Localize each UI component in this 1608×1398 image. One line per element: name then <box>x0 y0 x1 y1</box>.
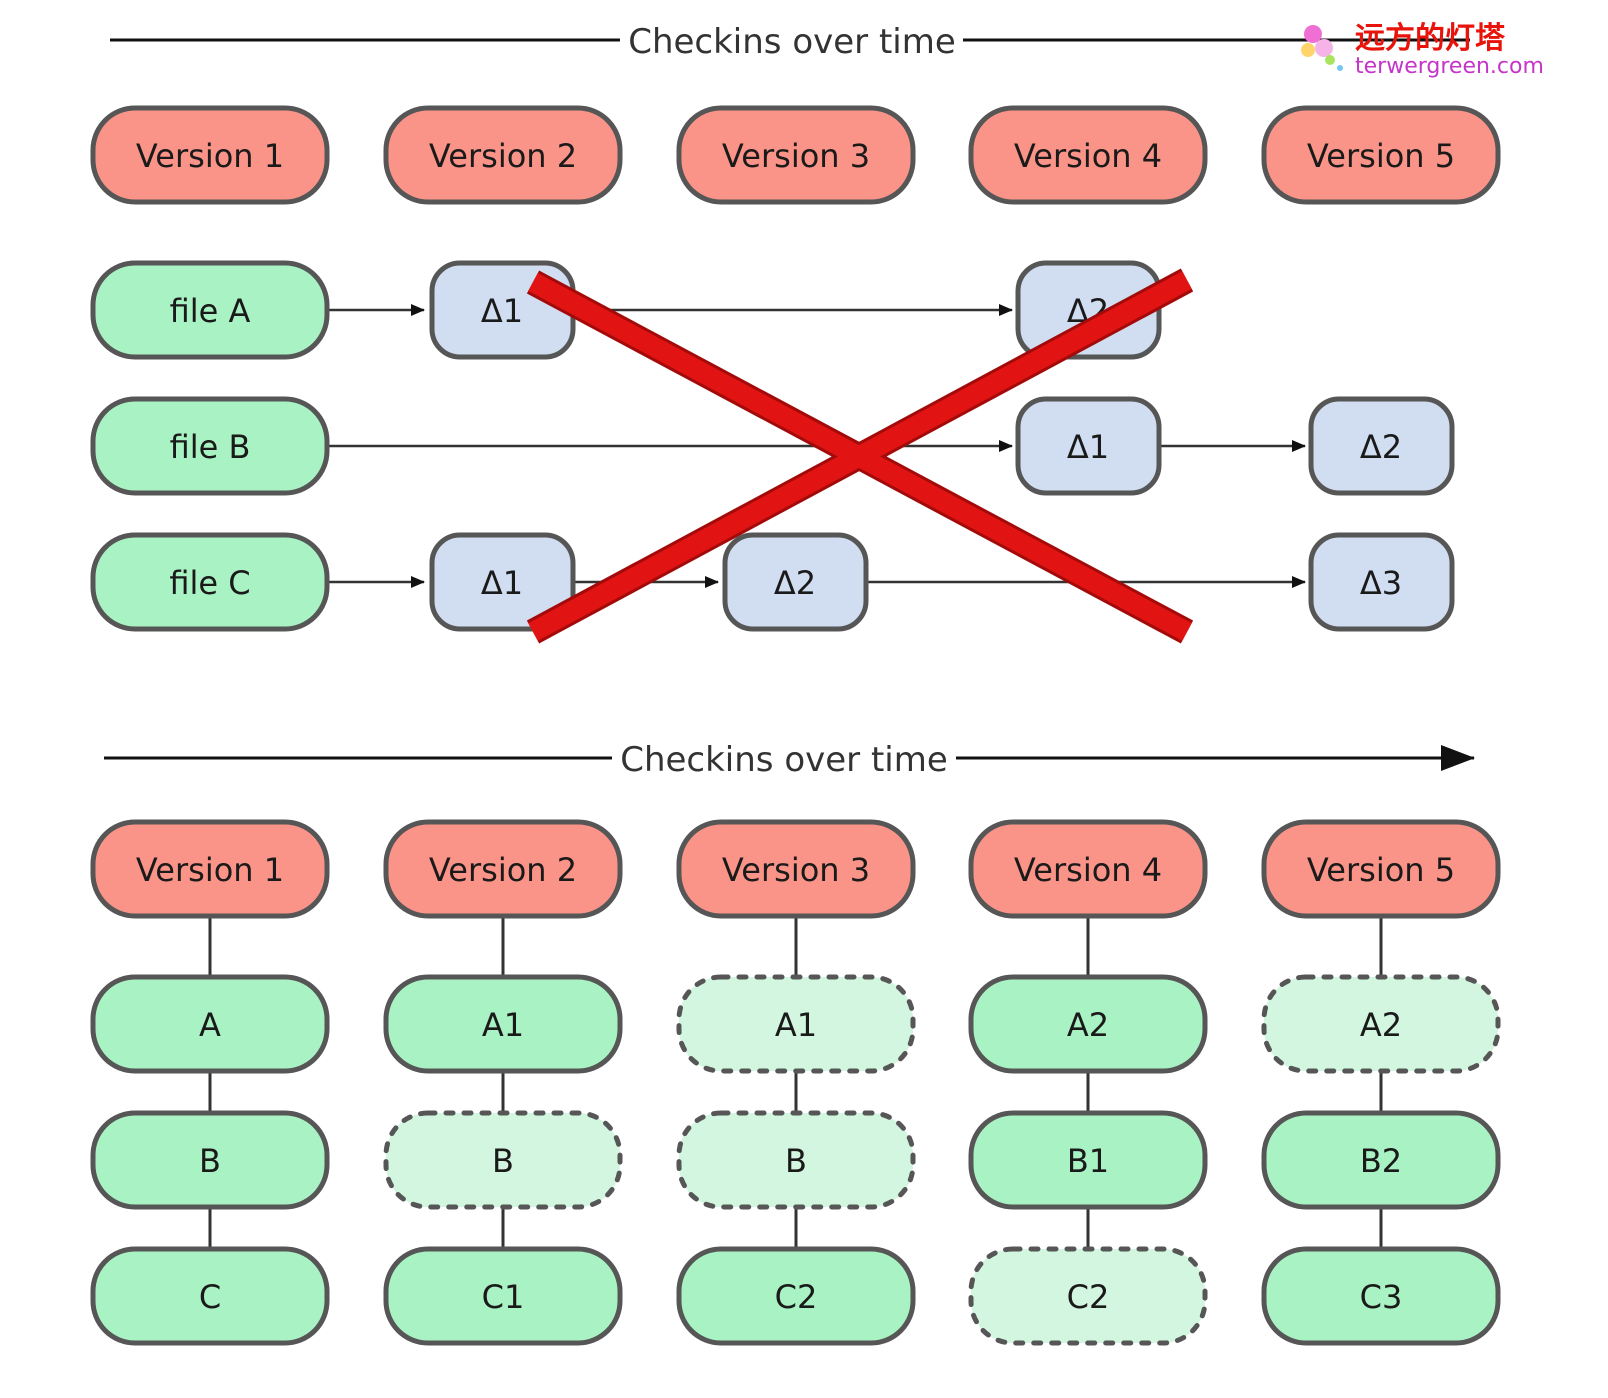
bottom-version-label: Version 1 <box>136 851 284 889</box>
top-version-1: Version 1 <box>90 105 330 205</box>
delta-fileC-2: Δ2 <box>722 532 869 632</box>
snapshot-file: A1 <box>383 974 623 1074</box>
file-c-label: file C <box>169 564 250 602</box>
snapshot-label: B2 <box>1360 1142 1402 1180</box>
snapshot-label: C3 <box>1360 1278 1403 1316</box>
top-version-5-label: Version 5 <box>1307 137 1455 175</box>
snapshot-label: B1 <box>1067 1142 1109 1180</box>
snapshot-label: B <box>492 1142 514 1180</box>
snapshot-column-1: Version 1 A B C <box>90 819 330 1346</box>
delta-fileC-1: Δ1 <box>429 532 576 632</box>
snapshot-label: B <box>199 1142 221 1180</box>
snapshot-label: A2 <box>1067 1006 1109 1044</box>
delta-fileB-1-label: Δ1 <box>1067 428 1109 466</box>
snapshot-file: A2 <box>968 974 1208 1074</box>
delta-fileC-3: Δ3 <box>1308 532 1455 632</box>
snapshot-link: A1 <box>676 974 916 1074</box>
snapshot-label: C <box>199 1278 221 1316</box>
file-b: file B <box>90 396 330 496</box>
top-version-3: Version 3 <box>676 105 916 205</box>
cross-out-mark <box>526 268 1194 644</box>
watermark: 远方的灯塔 terwergreen.com <box>1301 21 1544 79</box>
snapshot-label: A1 <box>775 1006 817 1044</box>
delta-fileC-2-label: Δ2 <box>774 564 816 602</box>
top-title: Checkins over time <box>628 22 956 62</box>
bottom-title: Checkins over time <box>620 740 948 780</box>
snapshot-label: A1 <box>482 1006 524 1044</box>
bottom-version-2: Version 2 <box>383 819 623 919</box>
snapshot-column-2: Version 2 A1B C1 <box>383 819 623 1346</box>
file-a-label: file A <box>170 292 251 330</box>
flower-logo-icon <box>1301 25 1343 71</box>
top-version-2-label: Version 2 <box>429 137 577 175</box>
snapshot-file: C2 <box>676 1246 916 1346</box>
delta-fileA-1-label: Δ1 <box>481 292 523 330</box>
bottom-diagram: Checkins over time Version 1 A B C Version 2… <box>90 740 1501 1346</box>
bottom-version-label: Version 2 <box>429 851 577 889</box>
top-version-1-label: Version 1 <box>136 137 284 175</box>
snapshot-label: C1 <box>482 1278 525 1316</box>
snapshot-link: B <box>383 1110 623 1210</box>
snapshot-column-3: Version 3 A1B C2 <box>676 819 916 1346</box>
snapshot-file: A <box>90 974 330 1074</box>
snapshot-file: C1 <box>383 1246 623 1346</box>
watermark-chinese: 远方的灯塔 <box>1355 21 1506 56</box>
delta-fileA-1: Δ1 <box>429 260 576 360</box>
snapshot-file: C3 <box>1261 1246 1501 1346</box>
snapshot-label: C2 <box>775 1278 818 1316</box>
file-c: file C <box>90 532 330 632</box>
snapshot-file: B2 <box>1261 1110 1501 1210</box>
delta-fileB-2: Δ2 <box>1308 396 1455 496</box>
bottom-version-label: Version 3 <box>722 851 870 889</box>
delta-fileC-1-label: Δ1 <box>481 564 523 602</box>
bottom-version-label: Version 5 <box>1307 851 1455 889</box>
snapshot-label: B <box>785 1142 807 1180</box>
snapshot-columns: Version 1 A B C Version 2 A1B C1 Version 3 A1B C2… <box>90 819 1501 1346</box>
snapshot-link: B <box>676 1110 916 1210</box>
bottom-version-3: Version 3 <box>676 819 916 919</box>
snapshot-link: A2 <box>1261 974 1501 1074</box>
top-version-2: Version 2 <box>383 105 623 205</box>
top-version-5: Version 5 <box>1261 105 1501 205</box>
delta-fileB-1: Δ1 <box>1015 396 1162 496</box>
delta-fileC-3-label: Δ3 <box>1360 564 1402 602</box>
snapshot-file: B <box>90 1110 330 1210</box>
snapshot-file: C <box>90 1246 330 1346</box>
watermark-site: terwergreen.com <box>1355 54 1544 79</box>
snapshot-label: A2 <box>1360 1006 1402 1044</box>
snapshot-label: A <box>199 1006 221 1044</box>
snapshot-file: B1 <box>968 1110 1208 1210</box>
file-a: file A <box>90 260 330 360</box>
snapshot-link: C2 <box>968 1246 1208 1346</box>
file-b-label: file B <box>170 428 251 466</box>
top-version-3-label: Version 3 <box>722 137 870 175</box>
top-version-4: Version 4 <box>968 105 1208 205</box>
top-diagram: Checkins over time Version 1 Version 2 V… <box>90 22 1501 644</box>
bottom-version-label: Version 4 <box>1014 851 1162 889</box>
top-version-4-label: Version 4 <box>1014 137 1162 175</box>
delta-fileB-2-label: Δ2 <box>1360 428 1402 466</box>
bottom-version-5: Version 5 <box>1261 819 1501 919</box>
bottom-version-1: Version 1 <box>90 819 330 919</box>
bottom-version-4: Version 4 <box>968 819 1208 919</box>
snapshot-label: C2 <box>1067 1278 1110 1316</box>
